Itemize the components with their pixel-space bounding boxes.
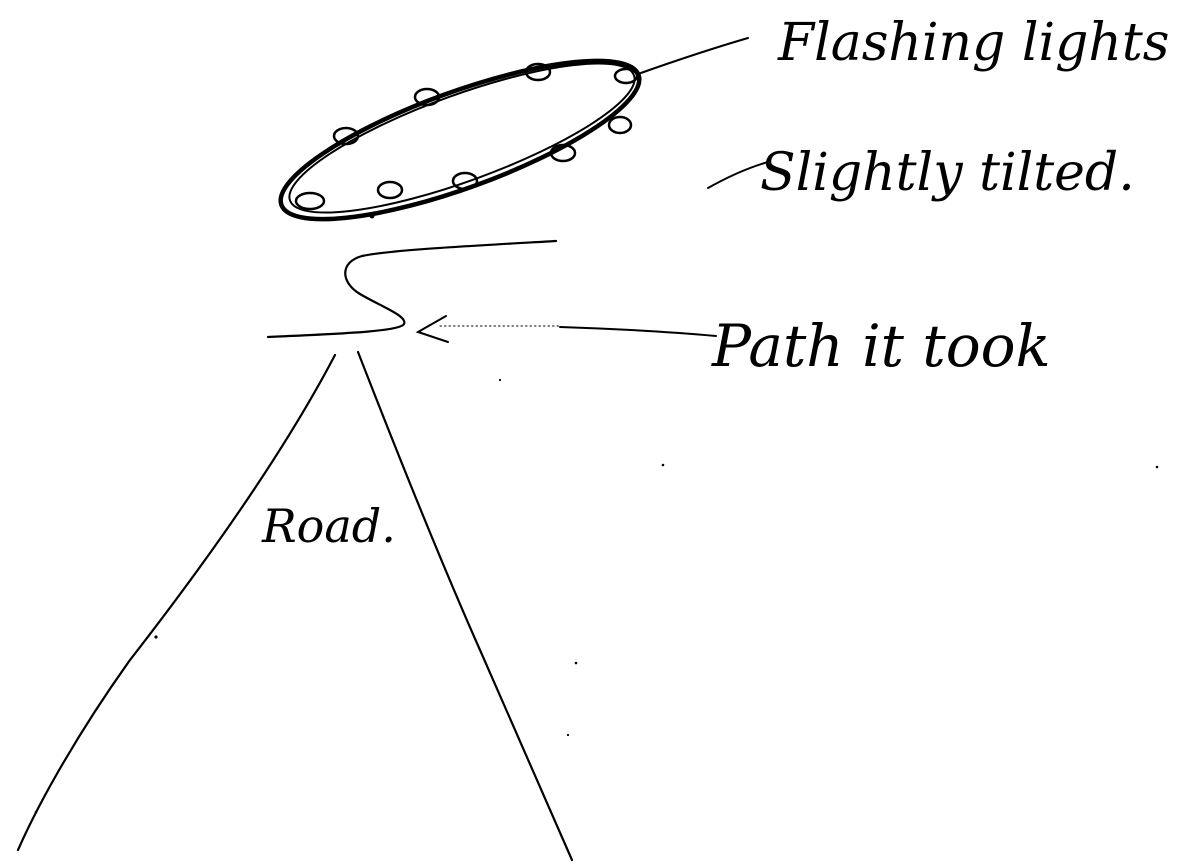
path-arrow [418,316,716,342]
ufo-light [609,117,631,133]
path-arrow-head [418,316,448,342]
label-flashing-lights: Flashing lights [777,13,1169,73]
paper-speck [575,662,578,665]
paper-specks [35,379,1159,813]
ufo-light [378,182,402,198]
ufo-light [453,173,477,189]
path-arrow-shaft [560,327,716,336]
ufo-outline-inner [275,35,648,241]
flight-path [268,241,556,337]
road [18,352,572,860]
label-road: Road. [261,499,396,553]
ufo-light [296,193,324,209]
paper-speck [154,635,157,638]
label-slightly-tilted: Slightly tilted. [760,143,1135,203]
paper-speck [35,811,38,814]
tilt-leader-line [708,162,768,188]
paper-speck [567,734,569,736]
ink-dot [370,214,375,219]
road-left-edge [18,355,335,850]
paper-speck [499,379,501,381]
paper-speck [662,464,665,467]
road-right-edge [358,352,572,860]
ufo-body [265,30,655,250]
label-path-it-took: Path it took [711,312,1051,380]
lights-leader-line [638,38,748,74]
paper-speck [1156,466,1159,469]
